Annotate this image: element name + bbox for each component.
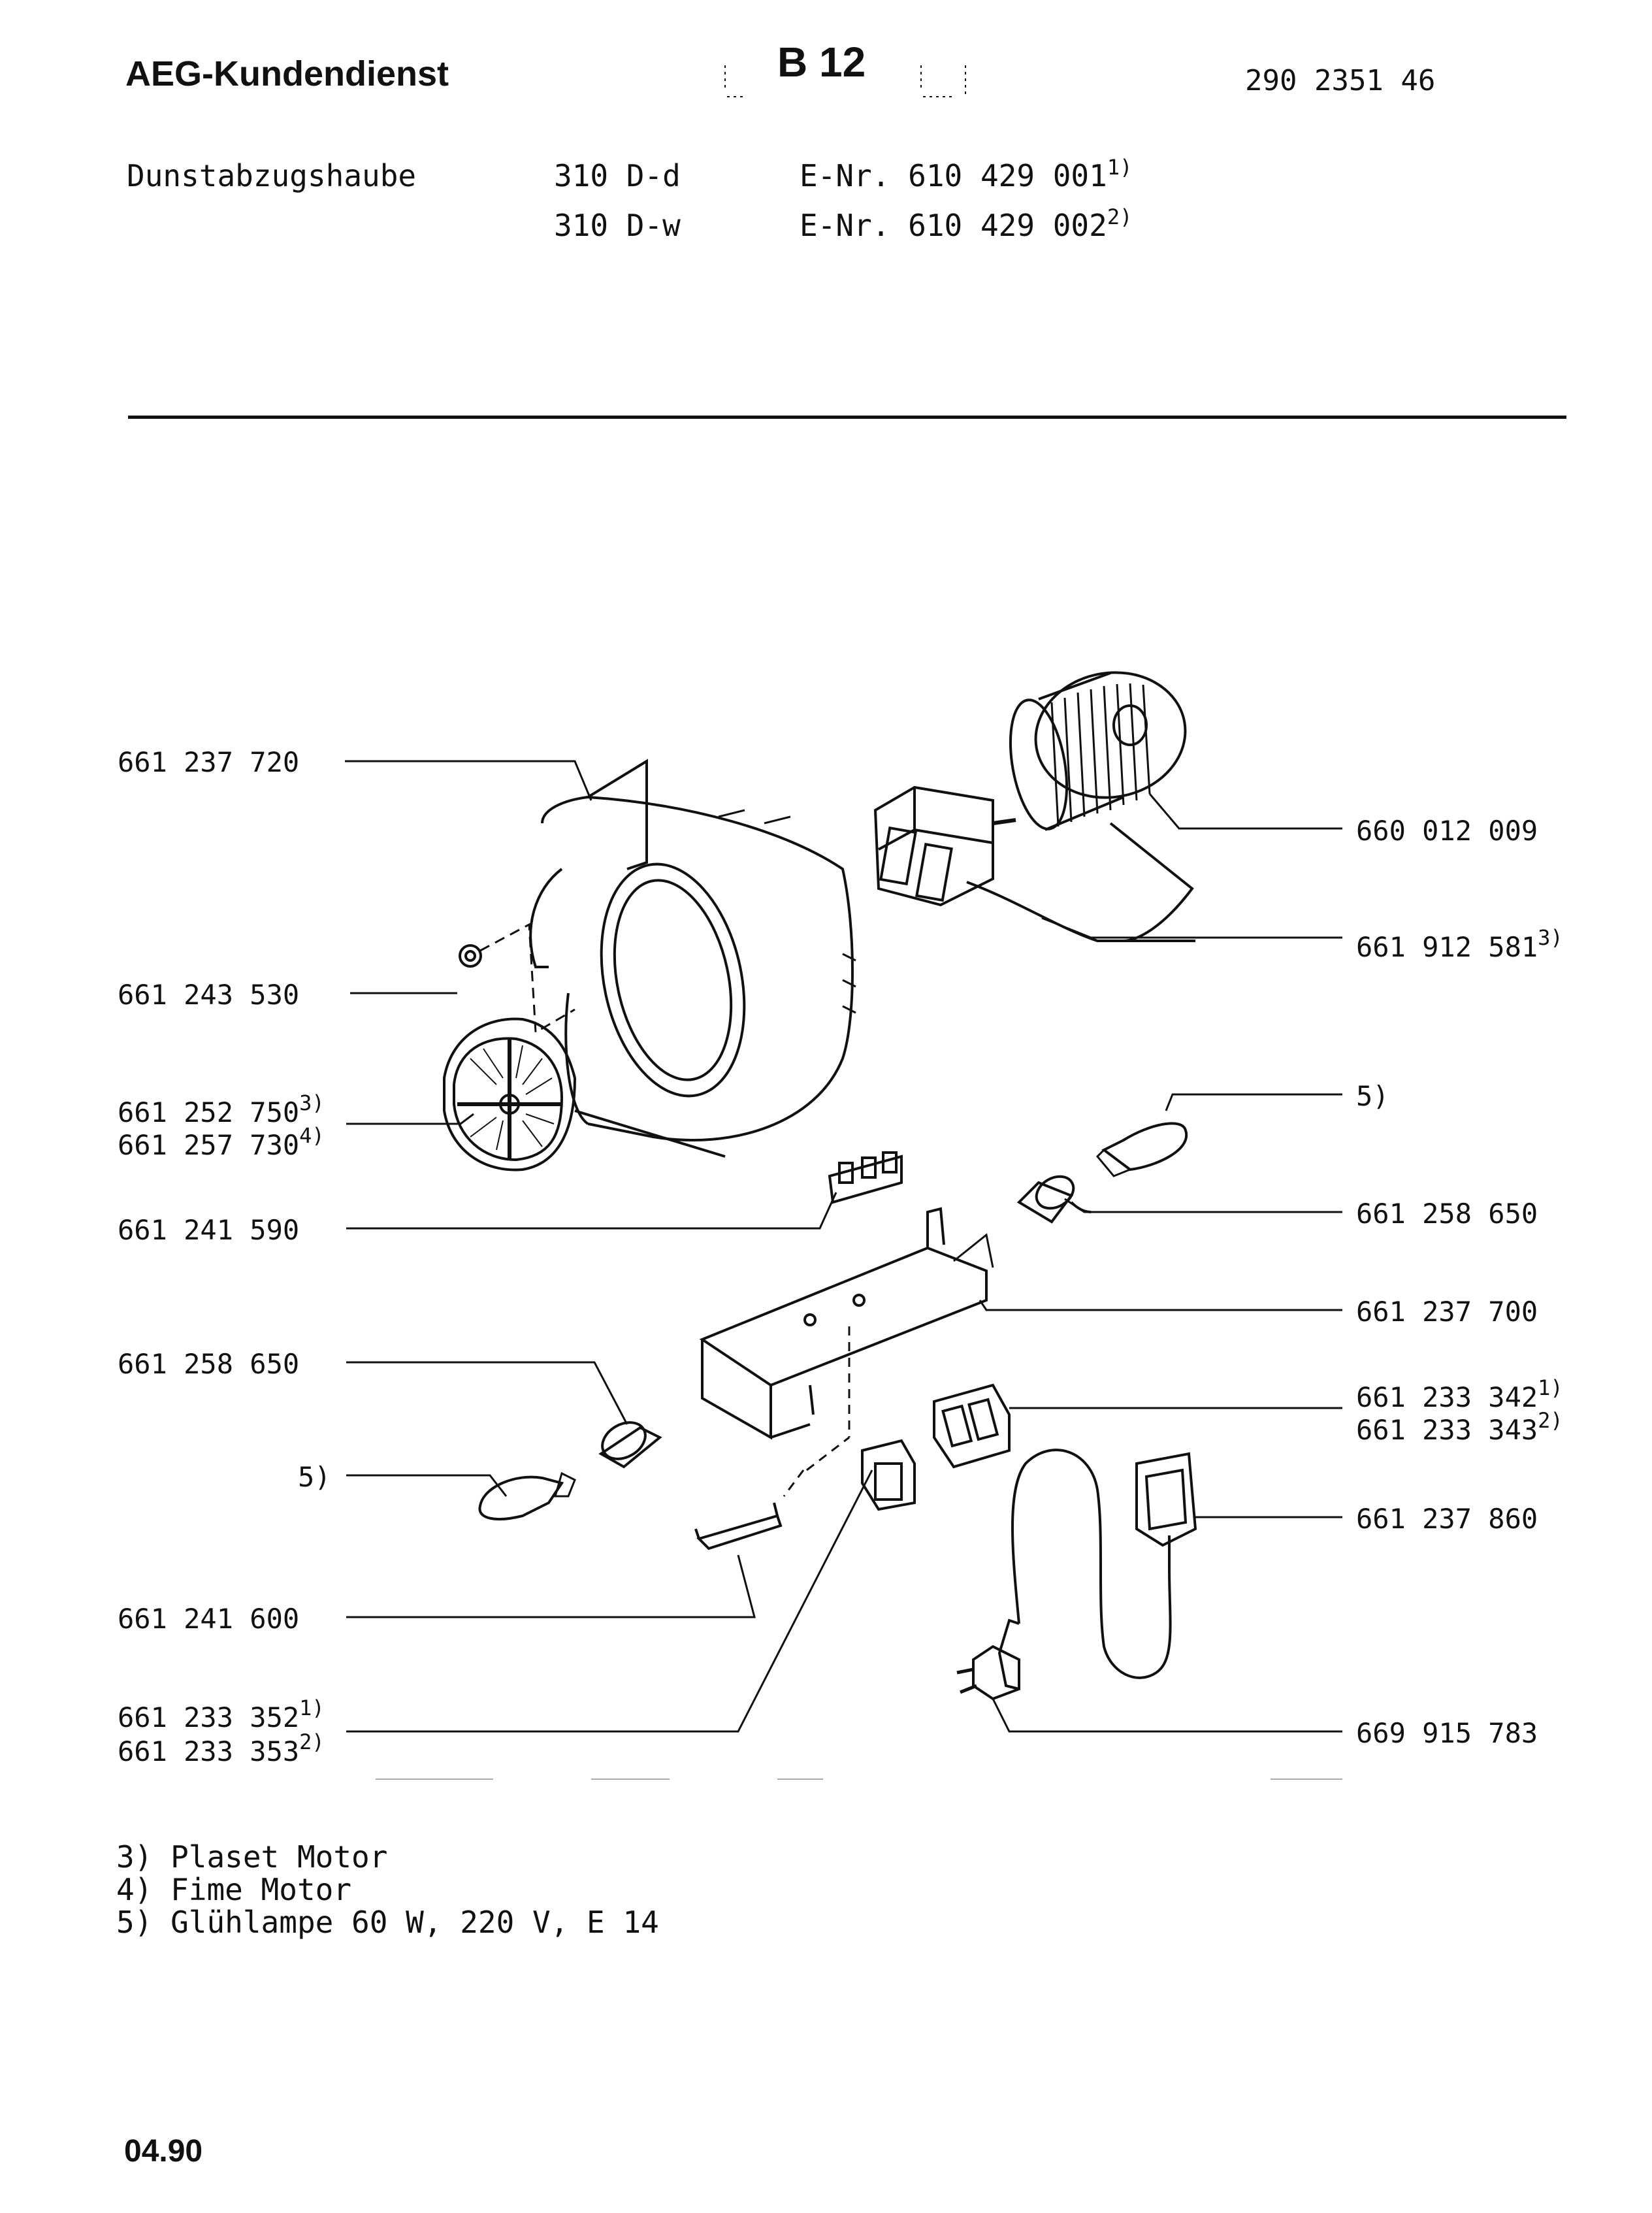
part-label: 661 233 3521)	[118, 1697, 325, 1733]
terminal-block-shape	[828, 1151, 903, 1204]
lamp-holder-right-shape	[1016, 1175, 1092, 1224]
single-switch-shape	[861, 1439, 916, 1511]
part-label: 669 915 783	[1356, 1717, 1538, 1749]
part-number: 661 237 700	[1356, 1296, 1538, 1328]
part-number: 661 237 860	[1356, 1503, 1538, 1535]
part-number: 661 233 342	[1356, 1381, 1538, 1413]
part-note: 2)	[299, 1729, 325, 1754]
fan-wheel-shape	[1009, 671, 1187, 831]
part-number: 661 233 353	[118, 1735, 300, 1767]
motor-flange-shape	[443, 1017, 726, 1172]
part-label: 661 912 5813)	[1356, 927, 1563, 963]
part-number: 661 241 590	[118, 1214, 300, 1246]
part-label: 661 241 590	[118, 1214, 299, 1246]
scan-mark	[777, 1779, 823, 1780]
part-label: 661 233 3432)	[1356, 1410, 1563, 1446]
product-name: Dunstabzugshaube	[127, 158, 417, 193]
grommet-shape	[459, 923, 575, 1034]
footnote: 4) Fime Motor	[116, 1872, 352, 1907]
enr-d: E-Nr. 610 429 0011)	[800, 155, 1133, 193]
part-note: 1)	[1538, 1375, 1563, 1400]
part-label: 5)	[298, 1461, 331, 1493]
part-label: 661 252 7503)	[118, 1092, 325, 1128]
enr-w-number: E-Nr. 610 429 002	[800, 208, 1107, 243]
part-label: 661 258 650	[1356, 1198, 1538, 1230]
scan-mark	[376, 1779, 493, 1780]
part-note: 4)	[299, 1123, 325, 1148]
part-number: 661 243 530	[118, 979, 300, 1011]
part-label: 5)	[1356, 1080, 1389, 1112]
switch-bracket-shape	[699, 1207, 994, 1497]
part-label: 661 243 530	[118, 979, 299, 1011]
lamp-holder-left-shape	[598, 1421, 662, 1469]
header-bracket-marks	[724, 65, 966, 97]
revision-date: 04.90	[124, 2134, 203, 2169]
part-number: 661 252 750	[118, 1096, 300, 1128]
bulb-right-shape	[1095, 1122, 1188, 1177]
part-number: 661 258 650	[118, 1348, 300, 1380]
leader-lines	[345, 760, 1342, 1733]
part-note: 1)	[299, 1696, 325, 1720]
fan-housing-shape	[529, 759, 856, 1141]
part-number: 661 241 600	[118, 1603, 300, 1635]
power-cord-shape	[956, 1449, 1197, 1701]
document-number: 290 2351 46	[1245, 64, 1436, 97]
part-note: 3)	[299, 1090, 325, 1115]
header-rule	[128, 416, 1566, 419]
enr-d-note: 1)	[1107, 155, 1133, 180]
part-number: 661 233 343	[1356, 1414, 1538, 1446]
double-switch-shape	[933, 1383, 1011, 1469]
footnote: 3) Plaset Motor	[116, 1839, 388, 1875]
sheet-code: B 12	[777, 39, 866, 86]
part-label: 661 233 3421)	[1356, 1377, 1563, 1413]
part-label: 661 241 600	[118, 1603, 299, 1635]
scan-mark	[591, 1779, 670, 1780]
part-note: 5)	[298, 1461, 331, 1493]
enr-w: E-Nr. 610 429 0022)	[800, 205, 1133, 243]
part-number: 660 012 009	[1356, 815, 1538, 847]
part-number: 669 915 783	[1356, 1717, 1538, 1749]
part-number: 661 912 581	[1356, 931, 1538, 963]
part-label: 661 233 3532)	[118, 1731, 325, 1767]
model-d: 310 D-d	[554, 158, 681, 193]
part-label: 661 257 7304)	[118, 1125, 325, 1161]
model-w: 310 D-w	[554, 208, 681, 243]
part-label: 661 237 860	[1356, 1503, 1538, 1535]
part-number: 661 237 720	[118, 746, 300, 778]
scan-mark	[1271, 1779, 1342, 1780]
part-note: 5)	[1356, 1080, 1389, 1112]
enr-d-number: E-Nr. 610 429 001	[800, 158, 1107, 193]
brand-title: AEG-Kundendienst	[125, 54, 449, 93]
part-number: 661 233 352	[118, 1701, 300, 1733]
footnote: 5) Glühlampe 60 W, 220 V, E 14	[116, 1905, 659, 1940]
motor-shape	[873, 785, 1195, 942]
support-plate-shape	[694, 1502, 783, 1550]
part-note: 3)	[1538, 925, 1563, 950]
part-label: 660 012 009	[1356, 815, 1538, 847]
part-label: 661 237 720	[118, 746, 299, 778]
part-label: 661 258 650	[118, 1348, 299, 1380]
part-number: 661 258 650	[1356, 1198, 1538, 1230]
part-number: 661 257 730	[118, 1129, 300, 1161]
enr-w-note: 2)	[1107, 205, 1133, 229]
part-label: 661 237 700	[1356, 1296, 1538, 1328]
bulb-left-shape	[478, 1471, 576, 1520]
part-note: 2)	[1538, 1408, 1563, 1433]
